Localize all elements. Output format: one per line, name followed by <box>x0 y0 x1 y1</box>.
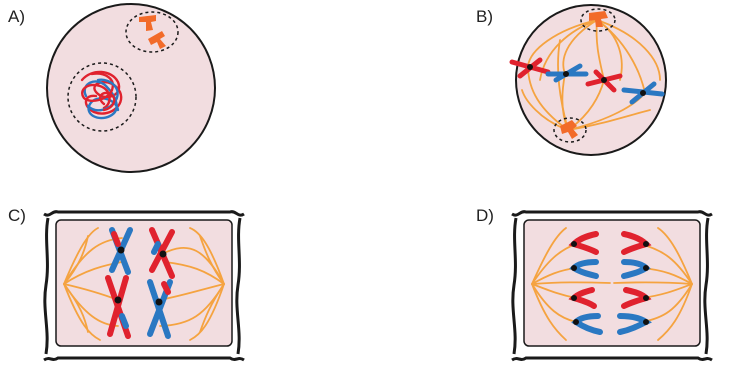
panel-label-b: B) <box>476 7 493 26</box>
spindle-fibers <box>63 227 225 341</box>
chromosome-red <box>105 275 131 339</box>
centromeres <box>571 241 649 325</box>
cell-wall-right <box>235 217 242 355</box>
panel-d-cell <box>511 210 713 362</box>
nuclear-envelope <box>67 62 137 132</box>
centromere <box>117 246 125 254</box>
centromere <box>527 64 533 70</box>
centromere <box>643 265 649 271</box>
centromere <box>563 71 569 77</box>
centrosome <box>560 120 578 139</box>
centrosome <box>589 11 608 27</box>
centromere <box>114 296 122 304</box>
panel-label-d: D) <box>476 206 494 225</box>
centrosome-region <box>125 11 179 53</box>
cell-wall-top <box>43 210 245 217</box>
cell-wall-top <box>511 210 713 217</box>
chromosomes <box>105 227 175 339</box>
panel-b-cell <box>509 4 667 156</box>
chromosomes <box>509 57 665 105</box>
cell-wall-left <box>43 217 50 355</box>
chromatin <box>80 70 123 120</box>
centromere <box>601 77 607 83</box>
cell-wall-right <box>703 217 710 355</box>
centromere <box>571 295 577 301</box>
centromere <box>573 319 579 325</box>
chromosome-blue <box>147 279 173 339</box>
centromere <box>571 265 577 271</box>
centromere <box>571 241 577 247</box>
centromere <box>643 295 649 301</box>
panel-a-cell <box>46 3 216 173</box>
cell-membrane <box>515 4 667 156</box>
centrosome-pair <box>139 15 166 49</box>
centromere <box>643 241 649 247</box>
panel-label-c: C) <box>8 206 26 225</box>
centrosome-region <box>580 8 616 32</box>
centromere <box>155 298 163 306</box>
centromere <box>643 319 649 325</box>
cell-wall-left <box>511 217 518 355</box>
centrosome-region <box>553 117 587 143</box>
cell-membrane <box>55 219 233 347</box>
panel-label-a: A) <box>8 7 25 26</box>
panel-c-cell <box>43 210 245 362</box>
cell-membrane <box>523 219 701 347</box>
centriole <box>139 15 156 31</box>
centromere <box>159 250 167 258</box>
cell-membrane <box>46 3 216 173</box>
centriole <box>148 31 166 49</box>
cell-wall-bottom <box>43 356 245 362</box>
cell-wall-bottom <box>511 356 713 362</box>
centromere <box>640 90 646 96</box>
